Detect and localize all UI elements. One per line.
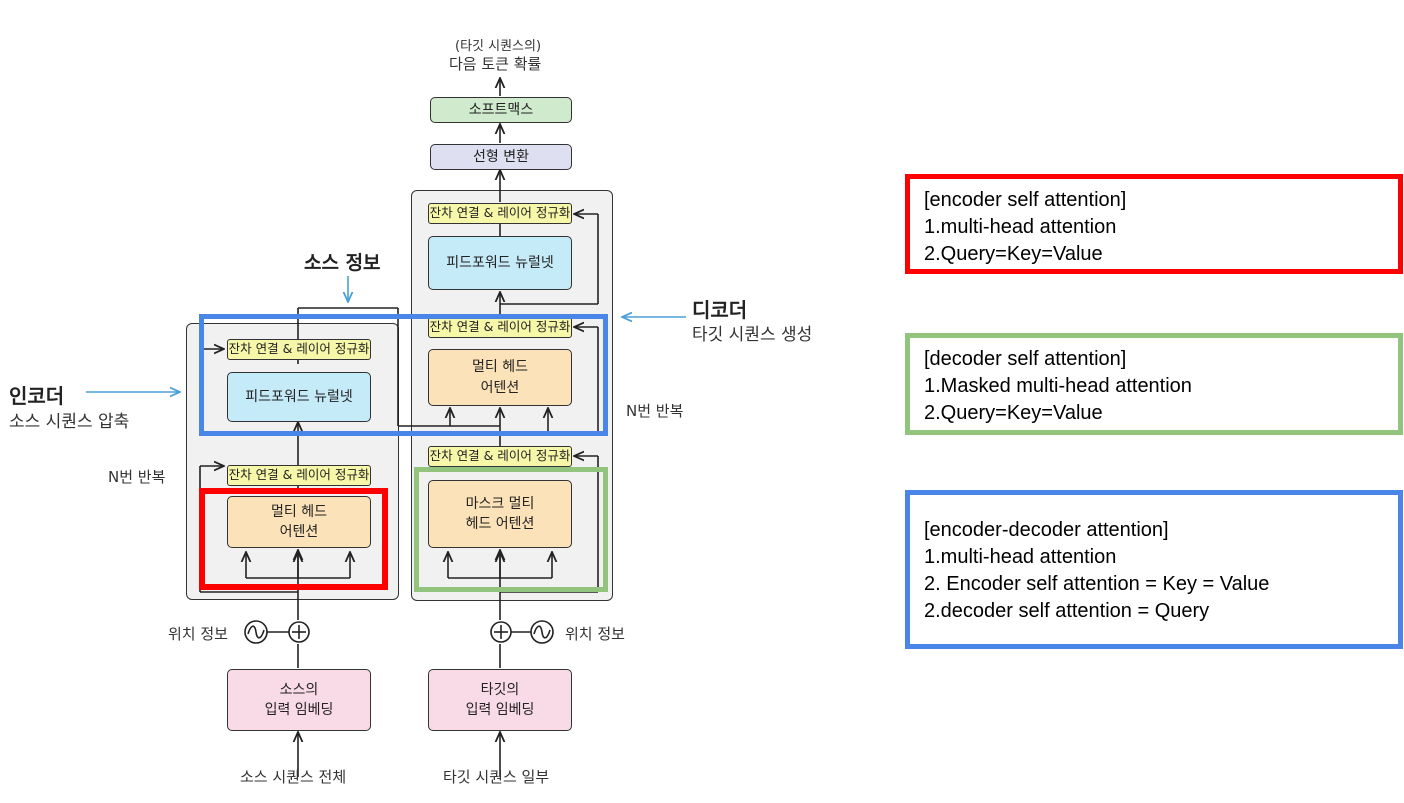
encoder-self-attention-note: [encoder self attention] 1.multi-head at… xyxy=(905,174,1403,274)
target-embedding-box: 타깃의 입력 임베딩 xyxy=(428,669,572,731)
note-line: 2.decoder self attention = Query xyxy=(924,600,1210,622)
encoder-norm-2: 잔차 연결 & 레이어 정규화 xyxy=(227,339,371,360)
note-title: [encoder-decoder attention] xyxy=(924,519,1169,541)
decoder-masked-attention-box: 마스크 멀티 헤드 어텐션 xyxy=(428,480,572,548)
note-line: 1.multi-head attention xyxy=(924,546,1117,568)
softmax-box: 소프트맥스 xyxy=(430,97,572,123)
decoder-subtitle: 타깃 시퀀스 생성 xyxy=(692,325,813,345)
decoder-norm-3: 잔차 연결 & 레이어 정규화 xyxy=(428,203,572,224)
cross-attention-line1: 멀티 헤드 xyxy=(472,359,528,376)
masked-attention-line1: 마스크 멀티 xyxy=(465,495,535,512)
decoder-ffn-box: 피드포워드 뉴럴넷 xyxy=(428,236,572,290)
cross-attention-line2: 어텐션 xyxy=(480,379,520,396)
note-line: 1.multi-head attention xyxy=(924,216,1117,238)
decoder-position-label: 위치 정보 xyxy=(565,625,625,643)
note-line: 2.Query=Key=Value xyxy=(924,402,1103,424)
decoder-self-attention-highlight xyxy=(414,467,608,592)
encoder-decoder-attention-highlight xyxy=(199,314,608,436)
target-embedding-line2: 입력 임베딩 xyxy=(465,702,535,718)
source-embedding-line1: 소스의 xyxy=(279,681,319,698)
source-input-label: 소스 시퀀스 전체 xyxy=(240,768,347,786)
encoder-ffn-box: 피드포워드 뉴럴넷 xyxy=(227,372,371,422)
encoder-subtitle: 소스 시퀀스 압축 xyxy=(9,412,130,432)
output-label-line1: (타깃 시퀀스의) xyxy=(455,39,542,54)
note-title: [decoder self attention] xyxy=(924,348,1127,370)
note-title: [encoder self attention] xyxy=(924,189,1127,211)
decoder-repeat-label: N번 반복 xyxy=(626,402,684,420)
target-input-label: 타깃 시퀀스 일부 xyxy=(443,768,550,786)
target-embedding-line1: 타깃의 xyxy=(480,681,520,698)
note-line: 1.Masked multi-head attention xyxy=(924,375,1192,397)
encoder-self-attention-box: 멀티 헤드 어텐션 xyxy=(227,496,371,548)
encoder-decoder-attention-note: [encoder-decoder attention] 1.multi-head… xyxy=(905,490,1403,649)
source-embedding-line2: 입력 임베딩 xyxy=(264,702,334,718)
decoder-norm-2: 잔차 연결 & 레이어 정규화 xyxy=(428,317,572,338)
encoder-attention-line1: 멀티 헤드 xyxy=(271,503,327,520)
decoder-norm-1: 잔차 연결 & 레이어 정규화 xyxy=(428,446,572,467)
encoder-self-attention-highlight xyxy=(199,488,388,590)
source-info-label: 소스 정보 xyxy=(304,252,381,274)
masked-attention-line2: 헤드 어텐션 xyxy=(465,516,535,532)
encoder-repeat-label: N번 반복 xyxy=(108,468,166,486)
note-line: 2. Encoder self attention = Key = Value xyxy=(924,573,1270,595)
encoder-position-label: 위치 정보 xyxy=(168,625,228,643)
encoder-attention-line2: 어텐션 xyxy=(279,524,319,540)
decoder-self-attention-note: [decoder self attention] 1.Masked multi-… xyxy=(905,333,1403,435)
note-line: 2.Query=Key=Value xyxy=(924,243,1103,265)
output-label-line2: 다음 토큰 확률 xyxy=(449,55,542,73)
decoder-cross-attention-box: 멀티 헤드 어텐션 xyxy=(428,349,572,406)
encoder-norm-1: 잔차 연결 & 레이어 정규화 xyxy=(227,465,371,486)
linear-box: 선형 변환 xyxy=(430,144,572,170)
decoder-title: 디코더 xyxy=(692,298,748,322)
source-embedding-box: 소스의 입력 임베딩 xyxy=(227,669,371,731)
encoder-title: 인코더 xyxy=(9,384,65,408)
